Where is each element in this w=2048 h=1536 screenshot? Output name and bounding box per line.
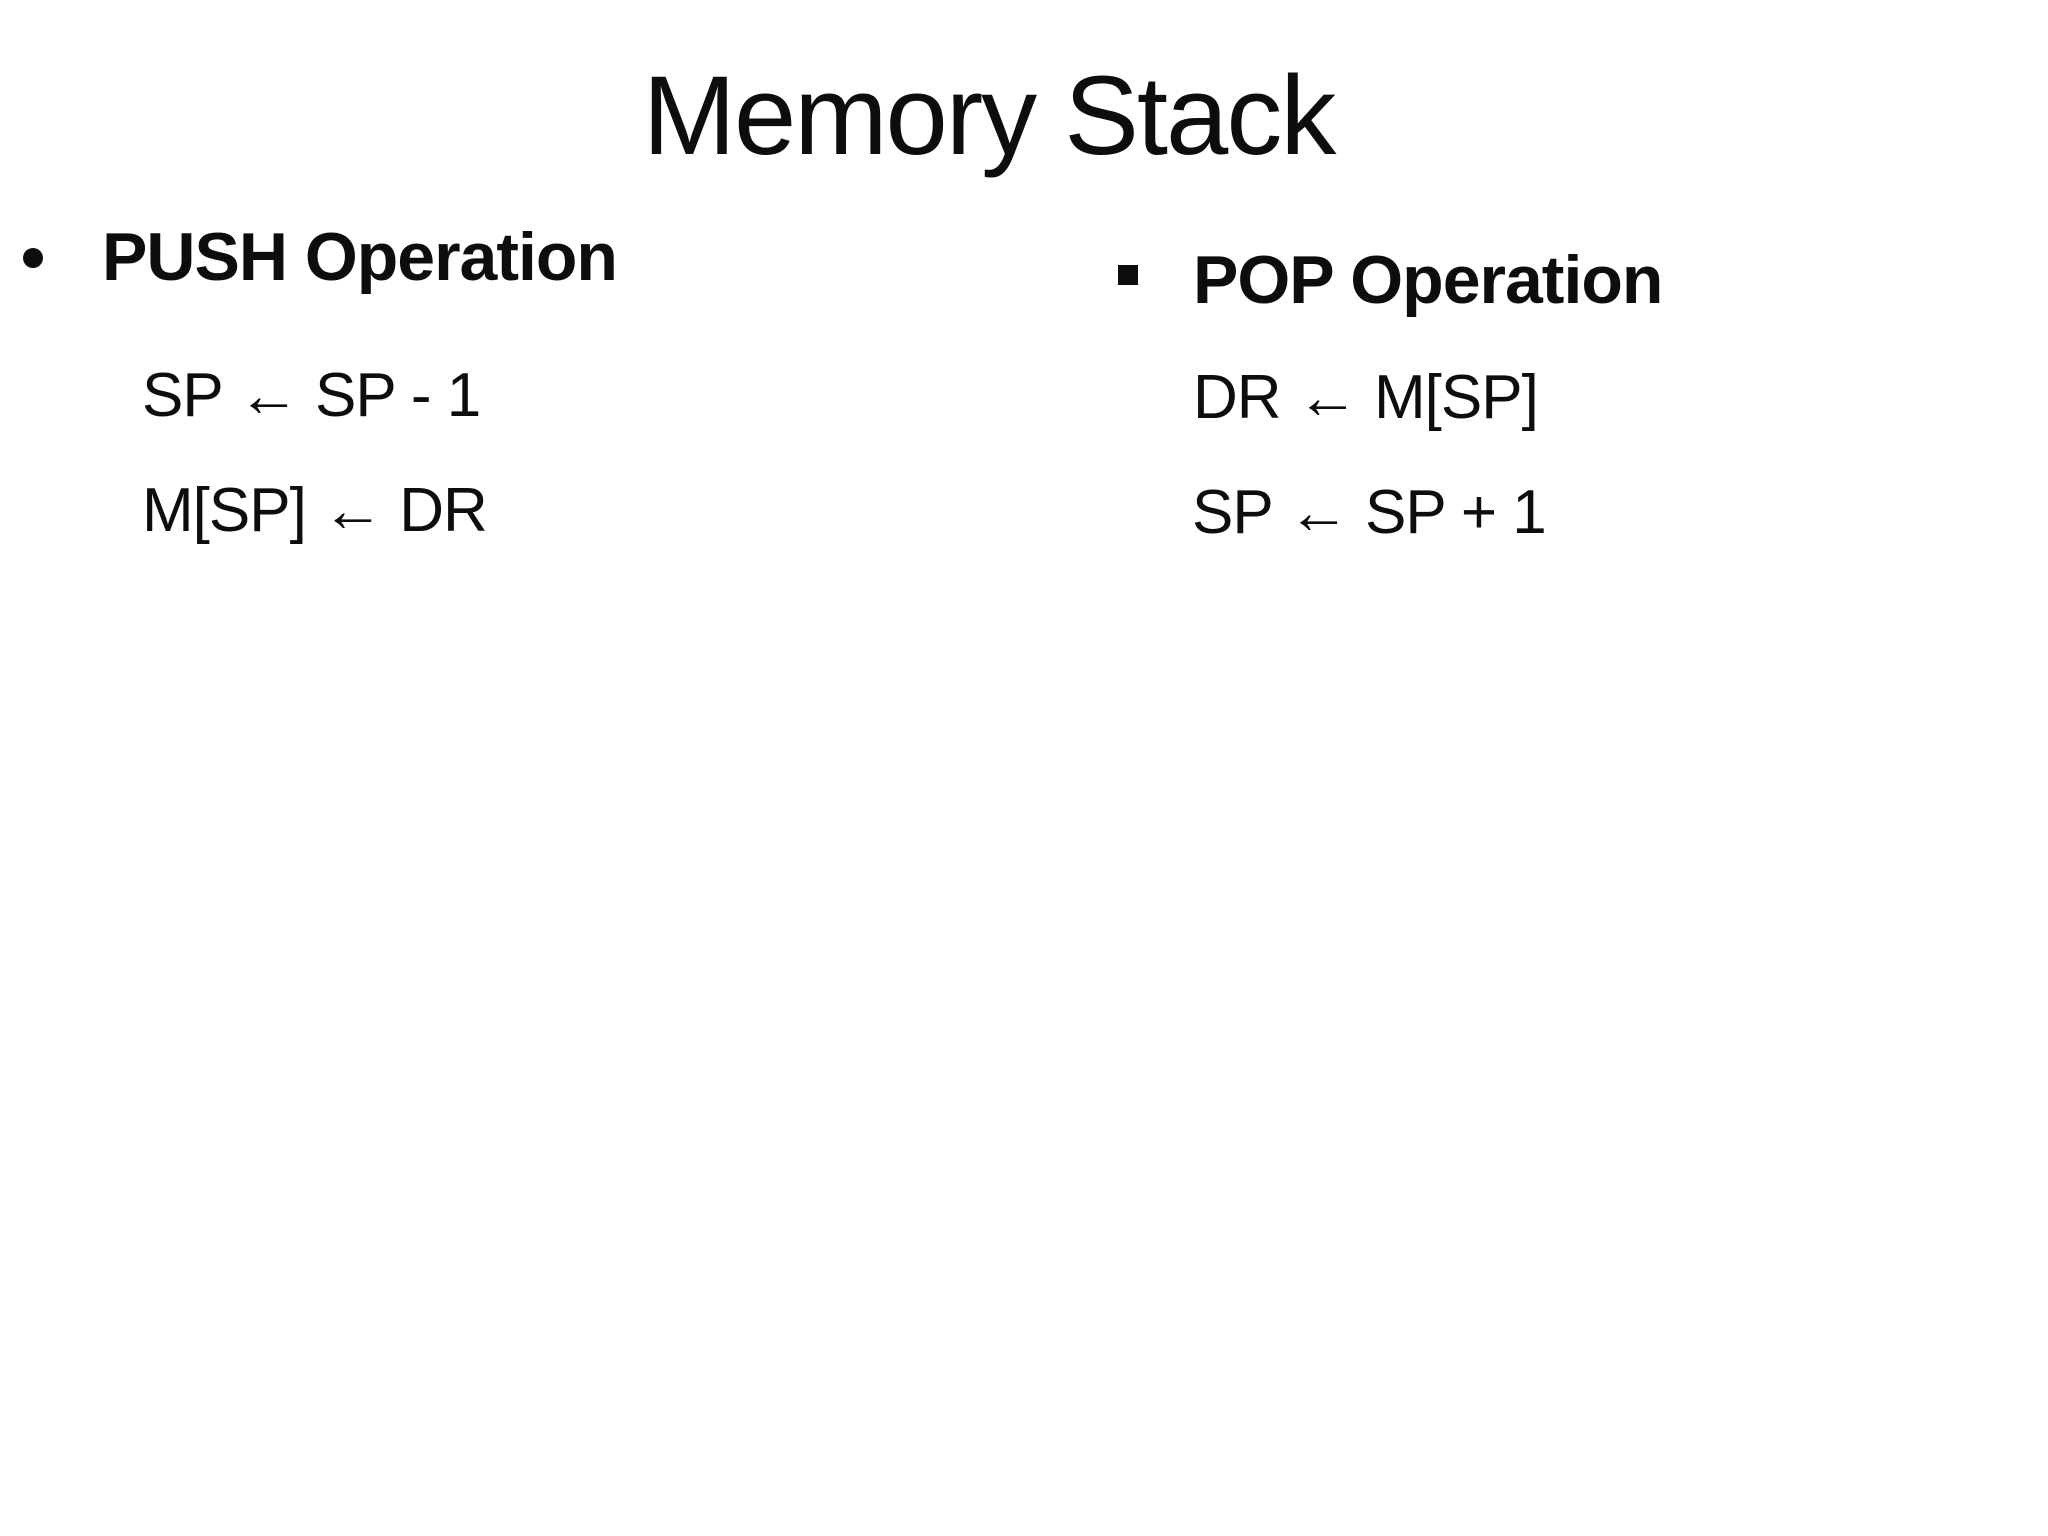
push-step-decrement-sp: SP ← SP - 1 [142, 361, 481, 430]
push-step-store-dr: M[SP] ← DR [142, 476, 488, 545]
push-operation-heading: PUSH Operation [102, 219, 618, 295]
slide-title: Memory Stack [642, 53, 1337, 178]
pop-operation-heading: POP Operation [1193, 242, 1663, 318]
disc-bullet-icon [23, 248, 43, 268]
square-bullet-icon [1118, 265, 1138, 285]
pop-step-load-dr: DR ← M[SP] [1193, 363, 1539, 432]
pop-step-increment-sp: SP ← SP + 1 [1192, 478, 1547, 547]
